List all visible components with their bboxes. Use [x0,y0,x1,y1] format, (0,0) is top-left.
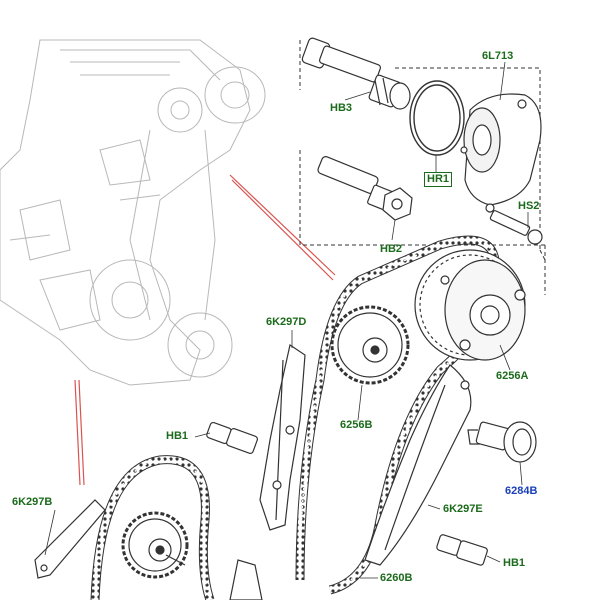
engine-block-ghost [0,39,266,386]
callout-6k297b[interactable]: 6K297B [12,496,53,508]
sprocket-6256a[interactable] [414,249,526,361]
callout-6260b[interactable]: 6260B [380,572,413,584]
callout-6l713[interactable]: 6L713 [482,50,514,62]
callout-hr1[interactable]: HR1 [424,172,453,187]
tensioner-6284b[interactable] [467,421,537,463]
callout-6256b[interactable]: 6256B [340,419,373,431]
cover-6l713[interactable] [460,93,542,213]
bolt-hb2[interactable] [317,155,413,221]
leader-lines [74,174,336,486]
chain-guide-lower [229,559,263,600]
timing-chain-lower [90,455,215,600]
callout-6256a[interactable]: 6256A [496,370,529,382]
exploded-frame [299,40,546,295]
screw-hs2[interactable] [489,210,543,245]
crank-sprocket [121,511,189,579]
callout-6k297e[interactable]: 6K297E [443,503,483,515]
chain-guide-6k297b[interactable] [34,499,106,579]
chain-guide-6k297d[interactable] [259,344,306,531]
sprocket-6256b[interactable] [330,305,410,385]
bolt-hb3[interactable] [301,37,411,110]
callout-6k297d[interactable]: 6K297D [266,316,307,328]
pin-hb1-right[interactable] [436,534,488,566]
callout-hb3[interactable]: HB3 [330,102,353,114]
label-leaders [44,61,529,579]
callout-hb1-left[interactable]: HB1 [166,430,189,442]
pin-hb1-left[interactable] [206,421,258,455]
callout-hs2[interactable]: HS2 [518,200,540,212]
callout-hb1-right[interactable]: HB1 [503,557,526,569]
seal-ring-hr1[interactable] [409,80,465,156]
tensioner-guide-6k297e[interactable] [364,364,472,566]
callout-hb2[interactable]: HB2 [380,243,403,255]
callout-6284b[interactable]: 6284B [505,485,538,497]
